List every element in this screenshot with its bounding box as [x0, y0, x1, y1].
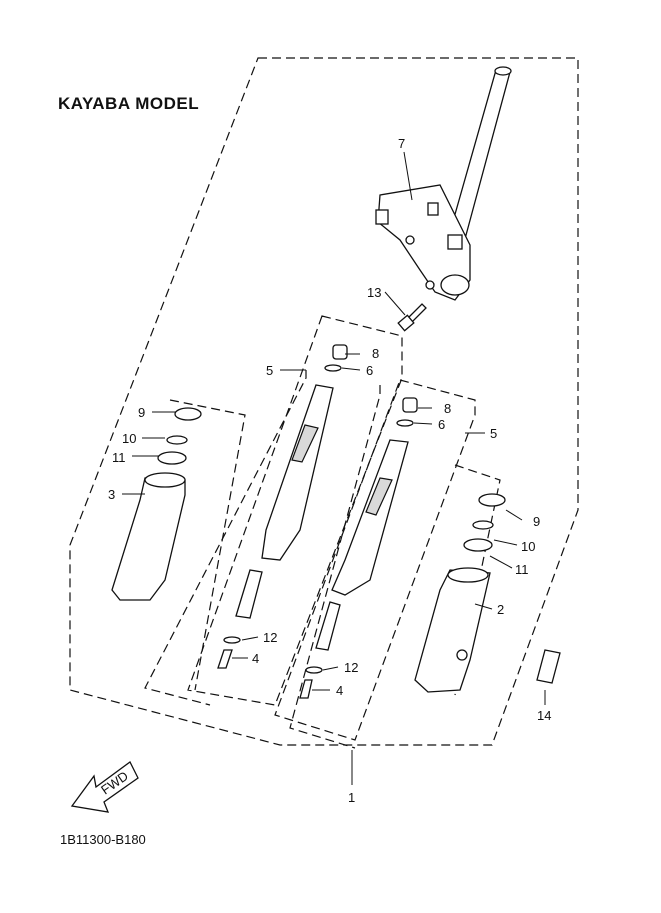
callout-6-left: 6 [366, 363, 373, 378]
fwd-arrow-icon: FWD [70, 761, 139, 813]
callout-5-left: 5 [266, 363, 273, 378]
fork-right-inner-boundary [274, 379, 476, 741]
fork-left-outer-boundary [144, 370, 307, 706]
assembly-boundary [69, 57, 579, 746]
callout-4-left: 4 [252, 651, 259, 666]
callout-3: 3 [108, 487, 115, 502]
callout-9-left: 9 [138, 405, 145, 420]
callout-14: 14 [537, 708, 551, 723]
fork-right-outer-boundary [289, 385, 381, 749]
callout-1: 1 [348, 790, 355, 805]
callout-10-right: 10 [521, 539, 535, 554]
callout-5-right: 5 [490, 426, 497, 441]
callout-10-left: 10 [122, 431, 136, 446]
left-fork-internals [217, 344, 348, 669]
callout-6-right: 6 [438, 417, 445, 432]
steering-stem [375, 66, 512, 301]
callout-11-right: 11 [515, 562, 529, 577]
callout-8-left: 8 [372, 346, 379, 361]
left-outer-tube [111, 407, 202, 601]
right-outer-tube [414, 493, 506, 693]
right-fork-internals [299, 397, 418, 699]
callout-13: 13 [367, 285, 381, 300]
leader-lines [122, 151, 546, 785]
right-tube-boundary [454, 464, 501, 696]
callout-7: 7 [398, 136, 405, 151]
callout-8-right: 8 [444, 401, 451, 416]
callout-2: 2 [497, 602, 504, 617]
label-sticker [536, 649, 561, 684]
callout-12-left: 12 [263, 630, 277, 645]
callout-4-right: 4 [336, 683, 343, 698]
callout-12-right: 12 [344, 660, 358, 675]
callout-11-left: 11 [112, 450, 126, 465]
fork-left-inner-boundary [187, 315, 403, 706]
diagram-title: KAYABA MODEL [58, 94, 200, 113]
left-tube-boundary [169, 399, 246, 691]
diagram-code: 1B11300-B180 [60, 832, 146, 847]
stem-bolt [397, 303, 427, 332]
callout-9-right: 9 [533, 514, 540, 529]
